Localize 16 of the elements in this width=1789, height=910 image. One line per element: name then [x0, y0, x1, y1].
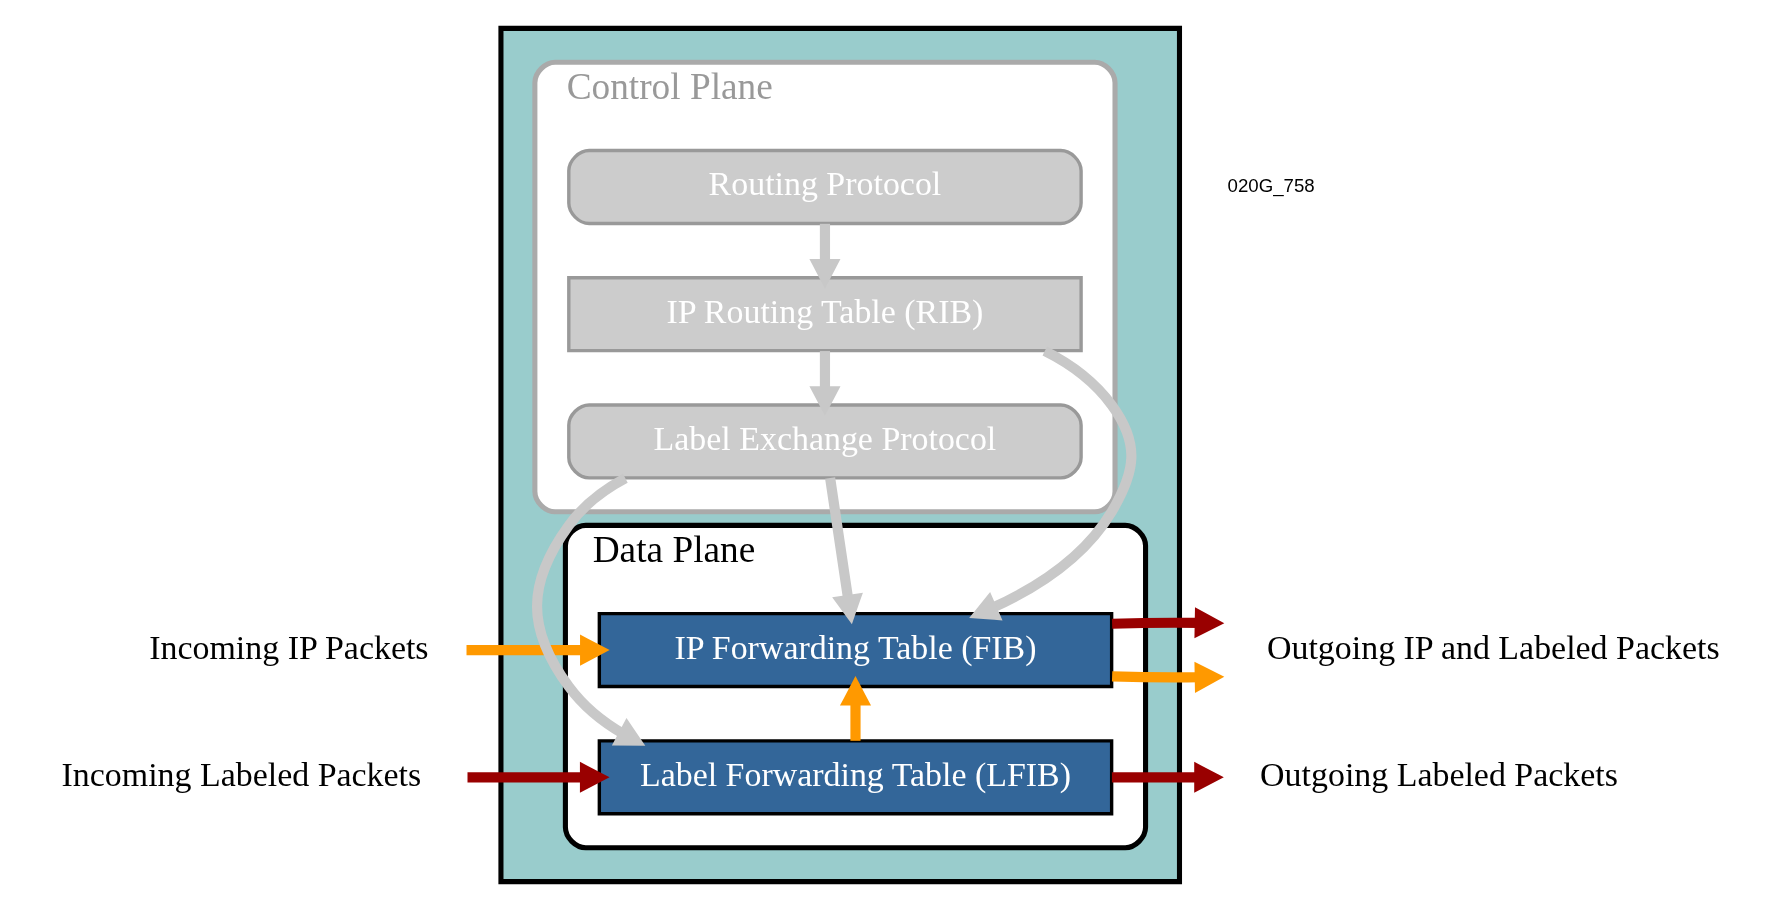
arrow	[1111, 661, 1225, 693]
cluster	[498, 25, 1183, 885]
node-text: Incoming Labeled Packets	[61, 755, 422, 793]
node-box: IP Forwarding Table (FIB)	[597, 611, 1114, 689]
label: 020G_758	[1227, 174, 1315, 196]
arrow	[1111, 761, 1224, 793]
arrow	[532, 473, 646, 746]
arrow	[467, 761, 610, 793]
arrow	[1111, 607, 1225, 639]
arrow	[969, 346, 1137, 621]
node-text: Outgoing IP and Labeled Packets	[1267, 628, 1720, 666]
node-text: Outgoing Labeled Packets	[1260, 755, 1618, 793]
node-box: Label Forwarding Table (LFIB)	[597, 739, 1114, 816]
arrow	[839, 676, 872, 741]
arrow	[466, 634, 610, 666]
node-text: Incoming IP Packets	[149, 628, 429, 666]
